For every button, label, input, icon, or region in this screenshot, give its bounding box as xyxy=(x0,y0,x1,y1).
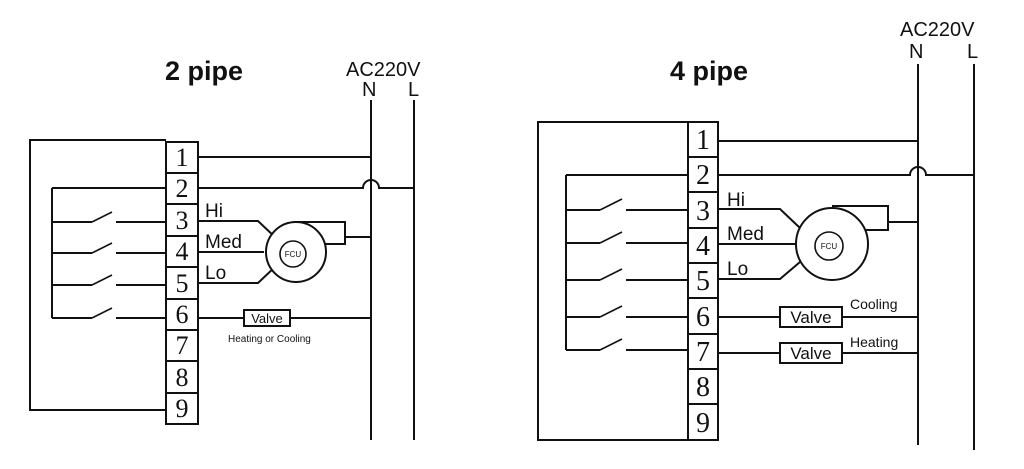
terminal-number: 7 xyxy=(696,337,710,368)
live-label: L xyxy=(408,79,419,101)
terminal-number: 4 xyxy=(176,237,189,266)
terminal-number: 8 xyxy=(696,372,710,403)
diagram-title: 4 pipe xyxy=(670,56,748,86)
fan-label: FCU xyxy=(285,250,302,259)
lo-wire xyxy=(198,265,277,284)
switch-med xyxy=(566,231,688,244)
neutral-label: N xyxy=(362,79,376,101)
heating-valve-label: Valve xyxy=(790,344,831,363)
cooling-valve-note: Cooling xyxy=(850,296,897,312)
valve-note: Heating or Cooling xyxy=(228,334,311,345)
terminal-number: 6 xyxy=(696,302,710,333)
terminal-block: 1 2 3 4 5 6 7 8 9 xyxy=(687,121,719,441)
switch-heating-valve xyxy=(566,338,688,351)
valve-label: Valve xyxy=(251,311,283,326)
terminal-number: 3 xyxy=(696,196,710,227)
switch-hi xyxy=(52,211,166,223)
diagram-4-pipe: 4 pipe AC220V N L xyxy=(537,19,978,450)
terminal-number: 6 xyxy=(176,300,189,329)
terminal-number: 9 xyxy=(696,408,710,439)
switch-med xyxy=(52,242,166,254)
speed-label-hi: Hi xyxy=(727,190,745,211)
terminal-number: 7 xyxy=(176,331,189,360)
speed-label-hi: Hi xyxy=(205,201,223,222)
diagram-title: 2 pipe xyxy=(165,56,243,86)
diagram-2-pipe: 2 pipe AC220V N L xyxy=(29,56,421,440)
terminal-number: 9 xyxy=(176,394,189,423)
terminal-number: 5 xyxy=(176,269,189,298)
loop-wire xyxy=(537,121,688,441)
terminal-number: 2 xyxy=(176,174,189,203)
hi-wire xyxy=(718,208,801,229)
speed-label-lo: Lo xyxy=(205,263,226,284)
speed-label-med: Med xyxy=(727,224,764,245)
heating-valve-note: Heating xyxy=(850,334,898,350)
speed-label-med: Med xyxy=(205,232,242,253)
fan-label: FCU xyxy=(821,242,838,251)
switch-hi xyxy=(566,198,688,211)
switch-cooling-valve xyxy=(566,305,688,318)
switch-lo xyxy=(566,268,688,281)
terminal-2-wire xyxy=(198,179,414,189)
live-label: L xyxy=(967,41,978,63)
speed-label-lo: Lo xyxy=(727,259,748,280)
terminal-number: 4 xyxy=(696,231,710,262)
fan-coil-unit: FCU xyxy=(265,221,346,283)
lo-wire xyxy=(718,261,801,280)
switch-lo xyxy=(52,274,166,286)
terminal-2-wire xyxy=(718,166,974,176)
switch-valve xyxy=(52,307,166,319)
terminal-number: 1 xyxy=(696,125,710,156)
hi-wire xyxy=(198,220,277,239)
terminal-block: 1 2 3 4 5 6 7 8 9 xyxy=(165,141,199,425)
loop-wire xyxy=(29,139,166,411)
supply-label: AC220V xyxy=(346,59,421,81)
fan-coil-unit: FCU xyxy=(795,205,889,281)
neutral-label: N xyxy=(909,41,923,63)
terminal-number: 8 xyxy=(176,363,189,392)
terminal-number: 3 xyxy=(176,206,189,235)
terminal-number: 1 xyxy=(176,143,189,172)
cooling-valve-label: Valve xyxy=(790,308,831,327)
supply-label: AC220V xyxy=(900,19,975,41)
terminal-number: 5 xyxy=(696,266,710,297)
terminal-number: 2 xyxy=(696,160,710,191)
